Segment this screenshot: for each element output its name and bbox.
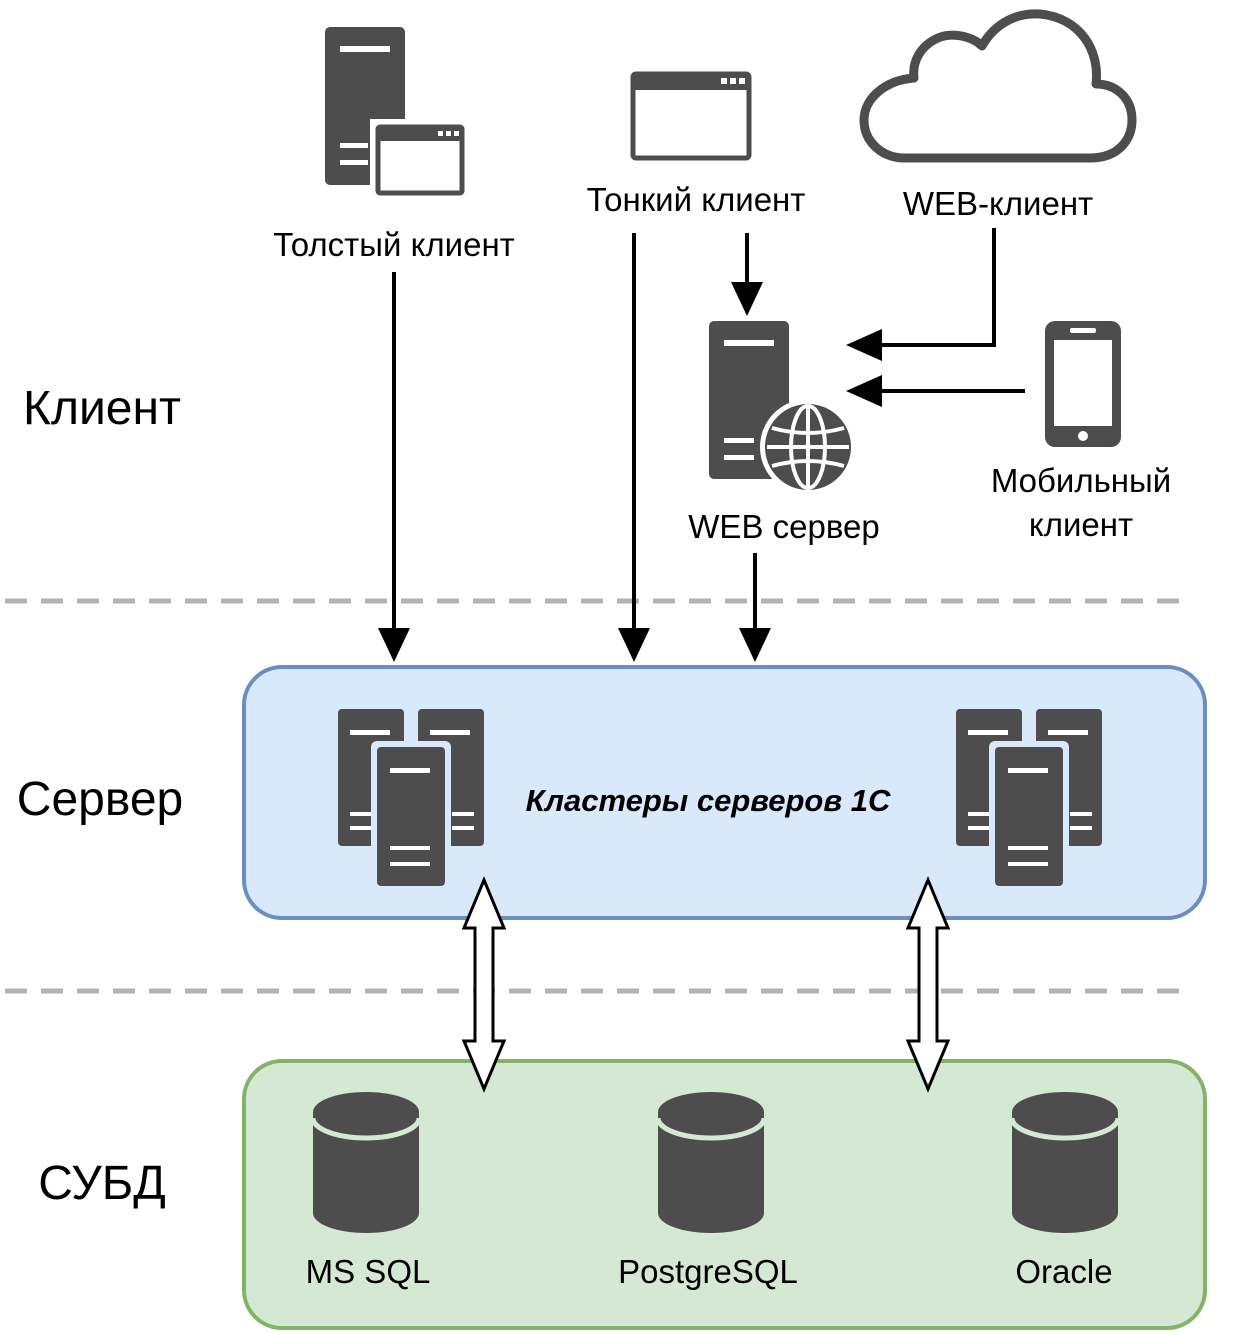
server-cluster-label: Кластеры серверов 1С — [526, 783, 891, 818]
thick-client-label: Толстый клиент — [273, 226, 515, 263]
webclient-to-webserver-arrow — [880, 228, 996, 347]
server-dbms-link-right — [905, 876, 951, 1093]
thick-client-icon — [325, 27, 468, 199]
arrows — [392, 228, 1025, 630]
server-dbms-link-left — [461, 876, 507, 1093]
db-label-postgresql: PostgreSQL — [618, 1253, 798, 1290]
layer-label-client: Клиент — [23, 382, 181, 435]
database-icon-postgresql — [655, 1092, 767, 1233]
db-label-oracle: Oracle — [1015, 1253, 1112, 1290]
mobile-phone-icon — [1045, 321, 1121, 447]
web-server-icon — [709, 321, 856, 495]
web-client-label: WEB-клиент — [903, 185, 1093, 222]
layer-label-server: Сервер — [17, 773, 183, 826]
db-label-mssql: MS SQL — [306, 1253, 431, 1290]
thin-client-icon — [630, 71, 752, 161]
mobile-client-label-line1: Мобильный — [991, 462, 1171, 499]
database-icon-oracle — [1009, 1092, 1121, 1233]
arrowheads — [378, 282, 882, 662]
server-cluster-left-icon — [338, 709, 484, 890]
cloud-icon — [859, 9, 1137, 163]
mobile-client-label-line2: клиент — [1029, 506, 1133, 543]
web-server-label: WEB сервер — [688, 508, 879, 545]
thin-client-label: Тонкий клиент — [587, 181, 806, 218]
server-cluster-right-icon — [956, 709, 1102, 890]
database-icon-mssql — [310, 1092, 422, 1233]
layer-label-dbms: СУБД — [38, 1157, 166, 1210]
